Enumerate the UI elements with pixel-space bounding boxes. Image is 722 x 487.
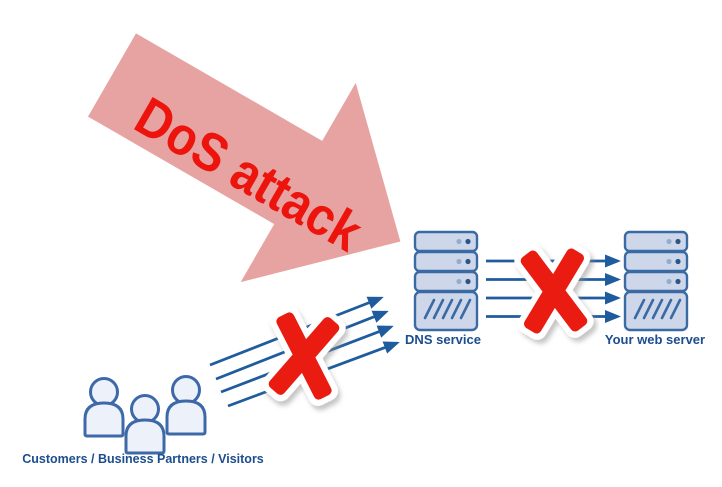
- web-server-label: Your web server: [605, 332, 705, 347]
- block-arrow-shape: [88, 33, 401, 283]
- web-server-icon: [623, 230, 689, 332]
- dns-server-icon: [413, 230, 479, 332]
- person-back-right-icon: [165, 375, 207, 436]
- customers-label: Customers / Business Partners / Visitors: [22, 452, 264, 466]
- dns-service-label: DNS service: [405, 332, 481, 347]
- person-back-left-icon: [83, 377, 125, 438]
- people-group-icon: [83, 375, 207, 455]
- dos-attack-arrow: DoS attack: [88, 33, 401, 283]
- blocked-x-dns-web-icon: [509, 237, 598, 345]
- blocked-x-customers-dns-icon: [256, 299, 352, 412]
- person-front-icon: [124, 394, 166, 455]
